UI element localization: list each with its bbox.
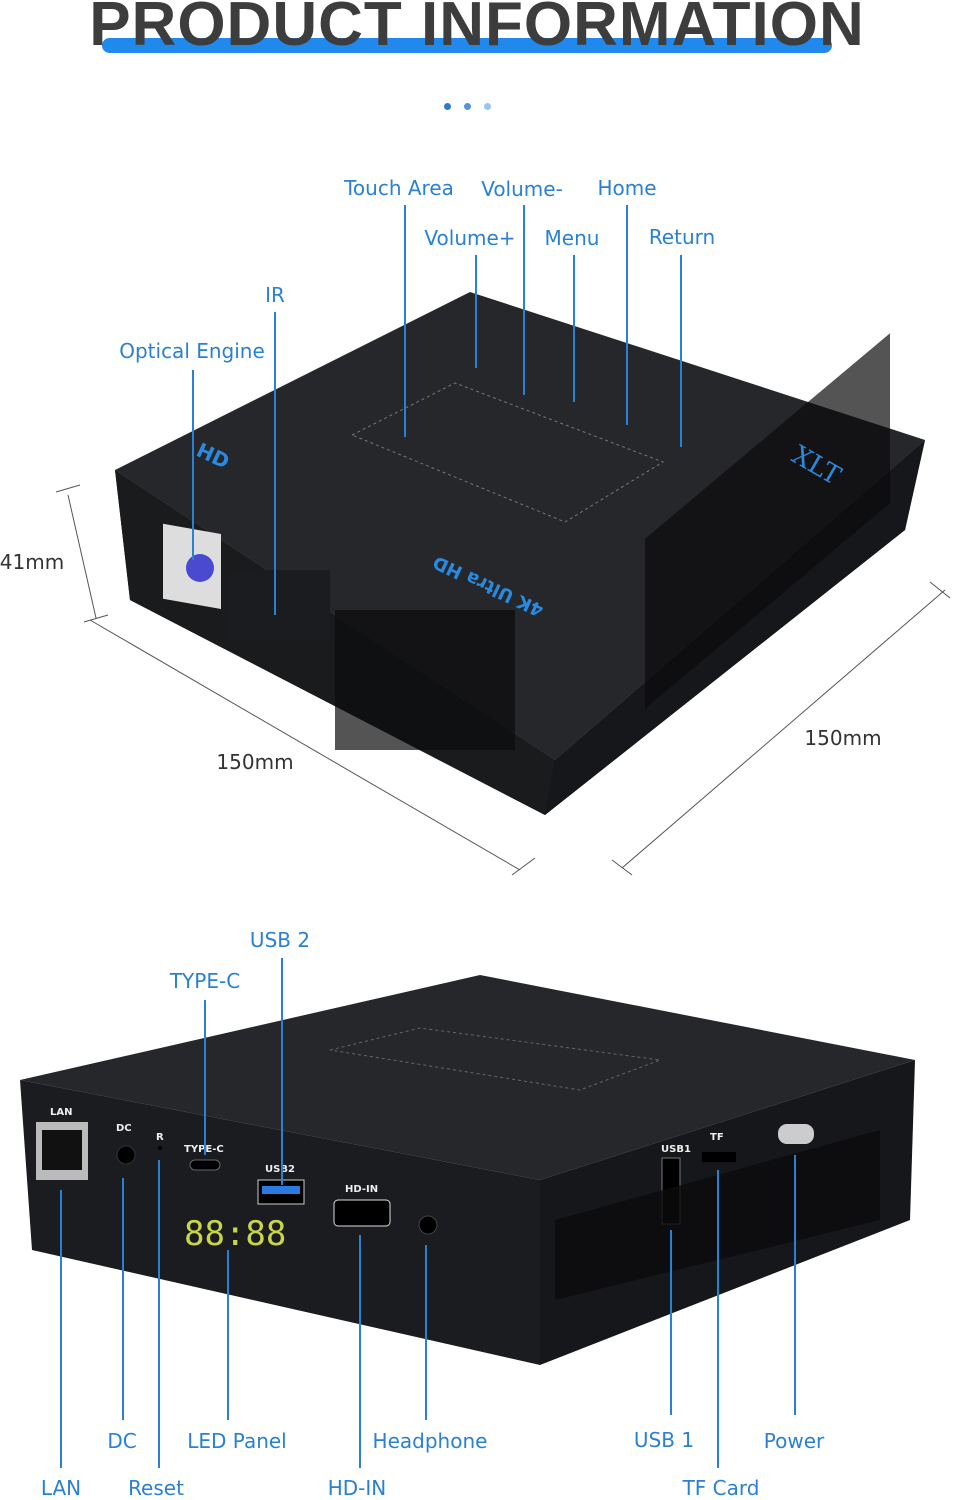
label-volume-minus: Volume- xyxy=(481,177,563,201)
label-touch-area: Touch Area xyxy=(344,176,454,200)
label-power: Power xyxy=(763,1429,825,1453)
pager-dot xyxy=(464,103,471,110)
leader-line xyxy=(359,1235,361,1468)
leader-line xyxy=(717,1170,719,1468)
top-face xyxy=(20,975,915,1180)
dimension-height: 41mm xyxy=(0,550,65,574)
label-type-c: TYPE-C xyxy=(169,969,241,993)
leader-line xyxy=(626,205,628,425)
label-menu: Menu xyxy=(544,226,600,250)
dimension-lines xyxy=(55,484,951,876)
leader-line xyxy=(670,1230,672,1415)
label-tf-card: TF Card xyxy=(682,1476,760,1500)
label-ir: IR xyxy=(265,283,285,307)
lan-port xyxy=(36,1122,88,1180)
label-hd-in: HD-IN xyxy=(327,1476,387,1500)
front-face xyxy=(20,1080,540,1365)
optical-lens xyxy=(186,554,214,582)
r-print: R xyxy=(156,1132,164,1143)
tf-slot xyxy=(702,1152,736,1162)
tf-print: TF xyxy=(710,1132,724,1143)
leader-line xyxy=(227,1250,229,1420)
projector-top-illustration: XLT 4K Ultra HD HD xyxy=(55,292,951,876)
led-display: 88:88 xyxy=(184,1214,286,1254)
label-volume-plus: Volume+ xyxy=(424,226,516,250)
leader-line xyxy=(523,205,525,395)
leader-line xyxy=(475,255,477,368)
page-title: PRODUCT INFORMATION xyxy=(89,0,865,59)
leader-line xyxy=(158,1160,160,1468)
usb1-print: USB1 xyxy=(661,1144,691,1155)
hd-in-print: HD-IN xyxy=(345,1184,378,1195)
leader-line xyxy=(680,255,682,447)
title-underline xyxy=(102,38,832,53)
leader-line xyxy=(573,255,575,402)
leader-line xyxy=(404,205,406,437)
label-home: Home xyxy=(597,176,657,200)
dimension-depth: 150mm xyxy=(804,726,882,750)
leader-line xyxy=(281,958,283,1185)
label-lan: LAN xyxy=(40,1476,82,1500)
leader-line xyxy=(794,1155,796,1415)
lan-print: LAN xyxy=(50,1107,72,1118)
leader-line xyxy=(122,1178,124,1420)
leader-line xyxy=(274,312,276,615)
headphone-port xyxy=(418,1215,438,1235)
vent-grille xyxy=(335,333,890,750)
label-dc: DC xyxy=(107,1429,137,1453)
pager-dot xyxy=(484,103,491,110)
leader-line xyxy=(425,1245,427,1420)
side-face xyxy=(540,1060,915,1365)
leader-line xyxy=(192,370,194,560)
power-button xyxy=(778,1124,814,1144)
ir-window xyxy=(230,570,330,640)
dc-port xyxy=(116,1145,136,1165)
label-headphone: Headphone xyxy=(372,1429,488,1453)
label-return: Return xyxy=(648,225,716,249)
dimension-width: 150mm xyxy=(216,750,294,774)
label-usb2: USB 2 xyxy=(249,928,311,952)
usb2-print: USB2 xyxy=(265,1164,295,1175)
leader-line xyxy=(204,1000,206,1155)
hdmi-port xyxy=(333,1199,391,1227)
usb1-port xyxy=(661,1157,681,1225)
label-usb1: USB 1 xyxy=(633,1428,695,1452)
reset-hole xyxy=(158,1146,162,1150)
touch-area xyxy=(350,382,665,523)
label-led-panel: LED Panel xyxy=(187,1429,287,1453)
label-optical-engine: Optical Engine xyxy=(119,339,265,363)
top-face xyxy=(115,292,925,760)
type-c-port xyxy=(189,1159,221,1171)
leader-line xyxy=(60,1190,62,1468)
touch-area xyxy=(329,1027,661,1091)
label-reset: Reset xyxy=(128,1476,184,1500)
pager-dot xyxy=(444,103,451,110)
dc-print: DC xyxy=(116,1123,132,1134)
